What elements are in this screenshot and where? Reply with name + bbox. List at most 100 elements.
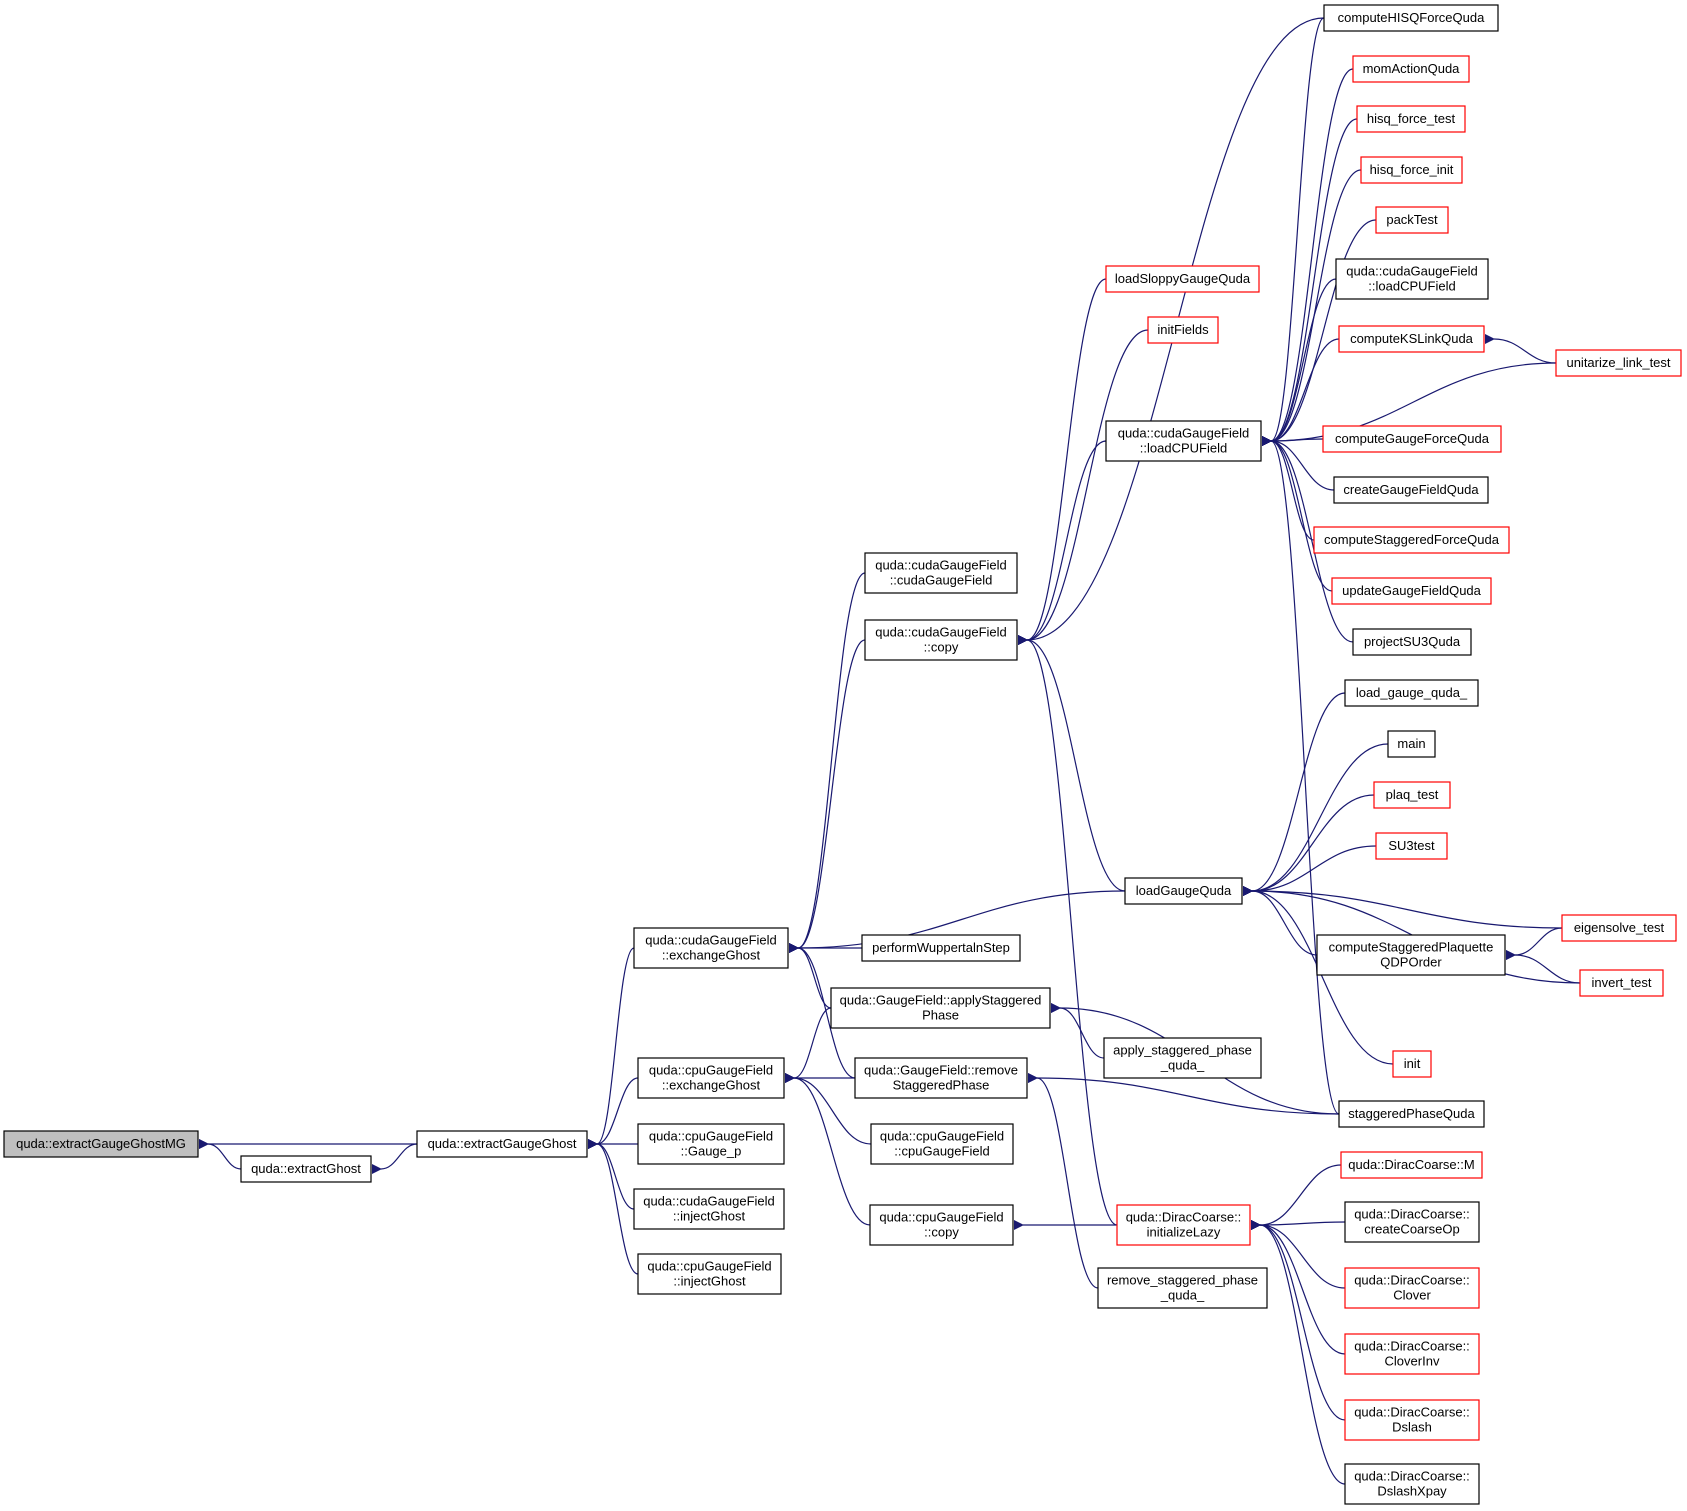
edge-diracClover-to-initializeLazy — [1250, 1219, 1346, 1289]
node-hisqForceInit[interactable]: hisq_force_init — [1360, 156, 1463, 184]
node-diracDslashXpay[interactable]: quda::DiracCoarse::DslashXpay — [1344, 1463, 1480, 1505]
node-label: Clover — [1393, 1288, 1431, 1303]
node-cpuExchangeGhost[interactable]: quda::cpuGaugeField::exchangeGhost — [637, 1057, 785, 1099]
node-loadSloppy[interactable]: loadSloppyGaugeQuda — [1105, 265, 1260, 293]
edge-hisqForceInit-to-cudaLoadCPU — [1261, 169, 1362, 447]
node-updateGaugeField[interactable]: updateGaugeFieldQuda — [1331, 577, 1492, 605]
node-hisqForceTest[interactable]: hisq_force_test — [1356, 105, 1466, 133]
node-loadGaugeQudaUnd[interactable]: load_gauge_quda_ — [1344, 679, 1479, 707]
node-label: hisq_force_init — [1370, 162, 1454, 177]
node-computeHISQ[interactable]: computeHISQForceQuda — [1323, 4, 1499, 32]
node-invertTest[interactable]: invert_test — [1579, 969, 1664, 997]
node-label: momActionQuda — [1363, 61, 1461, 76]
node-box — [1105, 265, 1260, 293]
node-label: quda::cpuGaugeField — [649, 1063, 773, 1078]
edge-main-to-loadGaugeQuda — [1242, 743, 1389, 897]
edge-diracCloverInv-to-initializeLazy — [1250, 1219, 1346, 1355]
node-loadGaugeQuda[interactable]: loadGaugeQuda — [1124, 877, 1243, 905]
node-projectSU3[interactable]: projectSU3Quda — [1352, 628, 1472, 656]
node-computeStaggeredForce[interactable]: computeStaggeredForceQuda — [1313, 526, 1510, 554]
node-box — [1124, 877, 1243, 905]
node-label: apply_staggered_phase — [1113, 1043, 1252, 1058]
node-label: computeKSLinkQuda — [1350, 331, 1474, 346]
node-label: load_gauge_quda_ — [1356, 685, 1468, 700]
node-cudaCopy[interactable]: quda::cudaGaugeField::copy — [864, 619, 1018, 661]
node-cudaLoadCPU2[interactable]: quda::cudaGaugeField::loadCPUField — [1335, 258, 1489, 300]
node-box — [1387, 730, 1436, 758]
node-eigensolveTest[interactable]: eigensolve_test — [1561, 914, 1677, 942]
edge-diracDslashXpay-to-initializeLazy — [1250, 1219, 1346, 1485]
node-box — [637, 1057, 785, 1099]
node-initializeLazy[interactable]: quda::DiracCoarse::initializeLazy — [1116, 1204, 1251, 1246]
node-diracCreateCoarseOp[interactable]: quda::DiracCoarse::createCoarseOp — [1344, 1201, 1480, 1243]
node-box — [637, 1123, 785, 1165]
node-label: ::exchangeGhost — [662, 1078, 761, 1093]
node-label: quda::cpuGaugeField — [647, 1259, 771, 1274]
edge-initializeLazy-to-cudaCopy — [1017, 634, 1118, 1226]
node-extractGhost[interactable]: quda::extractGhost — [240, 1155, 372, 1183]
node-label: quda::cudaGaugeField — [875, 625, 1007, 640]
node-label: quda::cpuGaugeField — [649, 1129, 773, 1144]
node-removeStaggeredQuda[interactable]: remove_staggered_phase_quda_ — [1097, 1267, 1268, 1309]
node-box — [416, 1130, 588, 1158]
node-staggeredPhaseQuda[interactable]: staggeredPhaseQuda — [1338, 1100, 1485, 1128]
node-cpuInjectGhost[interactable]: quda::cpuGaugeField::injectGhost — [637, 1253, 782, 1295]
node-box — [240, 1155, 372, 1183]
node-box — [830, 987, 1051, 1029]
node-unitarizeLinkTest[interactable]: unitarize_link_test — [1555, 349, 1682, 377]
node-performWuppertal[interactable]: performWuppertalnStep — [861, 934, 1021, 962]
edge-applyStaggeredQuda-to-applyStaggered — [1050, 1002, 1105, 1059]
node-plaqTest[interactable]: plaq_test — [1373, 781, 1451, 809]
node-cudaCtor[interactable]: quda::cudaGaugeField::cudaGaugeField — [864, 552, 1018, 594]
node-box — [1316, 934, 1506, 976]
node-cudaInjectGhost[interactable]: quda::cudaGaugeField::injectGhost — [633, 1188, 785, 1230]
node-main[interactable]: main — [1387, 730, 1436, 758]
node-label: ::Gauge_p — [681, 1144, 742, 1159]
node-init[interactable]: init — [1392, 1050, 1432, 1078]
node-extractGaugeGhostMG[interactable]: quda::extractGaugeGhostMG — [3, 1130, 199, 1158]
node-cpuCtor[interactable]: quda::cpuGaugeField::cpuGaugeField — [870, 1123, 1014, 1165]
node-extractGaugeGhost[interactable]: quda::extractGaugeGhost — [416, 1130, 588, 1158]
node-label: quda::cudaGaugeField — [645, 933, 777, 948]
edge-loadGaugeQuda-to-cudaExchangeGhost — [788, 890, 1126, 954]
node-label: CloverInv — [1385, 1354, 1440, 1369]
node-diracM[interactable]: quda::DiracCoarse::M — [1340, 1151, 1483, 1179]
node-computeGaugeForce[interactable]: computeGaugeForceQuda — [1322, 425, 1502, 453]
node-box — [1340, 1151, 1483, 1179]
node-label: projectSU3Quda — [1364, 634, 1461, 649]
node-cudaLoadCPU[interactable]: quda::cudaGaugeField::loadCPUField — [1105, 420, 1262, 462]
edge-cudaInjectGhost-to-extractGaugeGhost — [587, 1138, 635, 1210]
node-label: computeGaugeForceQuda — [1335, 431, 1490, 446]
edge-computeGaugeForce-to-cudaLoadCPU — [1261, 436, 1324, 447]
edge-diracCreateCoarseOp-to-initializeLazy — [1250, 1220, 1346, 1231]
node-box — [1335, 258, 1489, 300]
node-momAction[interactable]: momActionQuda — [1352, 55, 1470, 83]
node-applyStaggeredQuda[interactable]: apply_staggered_phase_quda_ — [1103, 1037, 1262, 1079]
node-label: quda::DiracCoarse:: — [1354, 1273, 1470, 1288]
node-packTest[interactable]: packTest — [1375, 206, 1449, 234]
node-createGaugeField[interactable]: createGaugeFieldQuda — [1333, 476, 1489, 504]
node-diracCloverInv[interactable]: quda::DiracCoarse::CloverInv — [1344, 1333, 1480, 1375]
node-cudaExchangeGhost[interactable]: quda::cudaGaugeField::exchangeGhost — [633, 927, 789, 969]
node-label: init — [1404, 1056, 1421, 1071]
edge-computeHISQ-to-cudaLoadCPU — [1261, 17, 1325, 447]
node-box — [1322, 425, 1502, 453]
node-label: quda::DiracCoarse:: — [1126, 1210, 1242, 1225]
node-cpuGaugeP[interactable]: quda::cpuGaugeField::Gauge_p — [637, 1123, 785, 1165]
node-initFields[interactable]: initFields — [1147, 316, 1219, 344]
node-box — [1344, 1463, 1480, 1505]
node-diracDslash[interactable]: quda::DiracCoarse::Dslash — [1344, 1399, 1480, 1441]
edge-unitarizeLinkTest-to-computeKSLink — [1484, 333, 1557, 364]
node-cpuCopy[interactable]: quda::cpuGaugeField::copy — [869, 1204, 1014, 1246]
edge-eigensolveTest-to-loadGaugeQuda — [1242, 885, 1563, 929]
node-label: loadGaugeQuda — [1136, 883, 1232, 898]
node-box — [1333, 476, 1489, 504]
node-box — [870, 1123, 1014, 1165]
node-diracClover[interactable]: quda::DiracCoarse::Clover — [1344, 1267, 1480, 1309]
node-su3test[interactable]: SU3test — [1375, 832, 1448, 860]
node-box — [1392, 1050, 1432, 1078]
node-computeKSLink[interactable]: computeKSLinkQuda — [1338, 325, 1485, 353]
